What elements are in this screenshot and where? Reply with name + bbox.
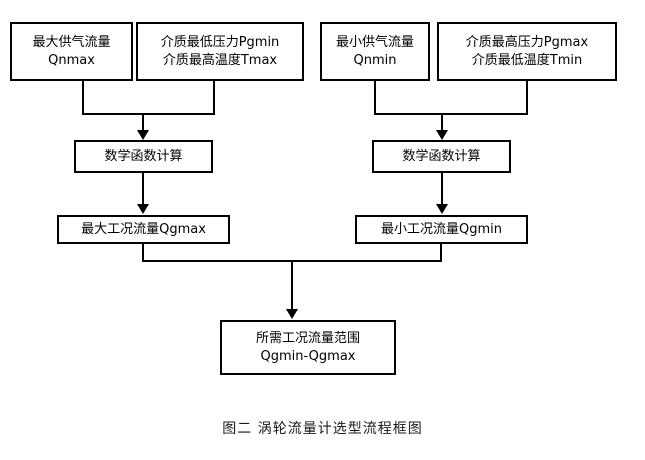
node-max-working-flow-line1: 最大工况流量Qgmax: [81, 221, 206, 237]
figure-caption: 图二 涡轮流量计选型流程框图: [222, 421, 423, 437]
edge-qgmax-drop: [142, 244, 144, 262]
edge-pgmin-drop: [213, 81, 215, 115]
node-max-supply-flow-line2: Qnmax: [48, 52, 95, 68]
node-required-flow-range: 所需工况流量范围 Qgmin-Qgmax: [220, 320, 396, 375]
node-min-pressure-max-temp: 介质最低压力Pgmin 介质最高温度Tmax: [136, 22, 304, 81]
node-min-supply-flow: 最小供气流量 Qnmin: [320, 22, 430, 81]
edge-calc-right-to-qgmin: [441, 173, 443, 205]
node-min-supply-flow-line1: 最小供气流量: [335, 34, 414, 50]
edge-qnmin-drop: [374, 81, 376, 115]
node-min-pressure-max-temp-line1: 介质最低压力Pgmin: [160, 34, 280, 50]
node-min-supply-flow-line2: Qnmin: [353, 52, 397, 68]
node-math-function-right-line1: 数学函数计算: [402, 148, 481, 164]
arrowhead-into-range: [286, 309, 298, 319]
node-math-function-left-line1: 数学函数计算: [104, 148, 183, 164]
edge-qnmax-drop: [82, 81, 84, 115]
arrowhead-into-qgmax: [137, 204, 149, 214]
edge-calc-left-to-qgmax: [142, 173, 144, 205]
node-required-flow-range-line2: Qgmin-Qgmax: [260, 348, 356, 364]
edge-right-merge-bar: [374, 113, 528, 115]
node-min-working-flow-line1: 最小工况流量Qgmin: [381, 221, 502, 237]
node-min-pressure-max-temp-line2: 介质最高温度Tmax: [162, 52, 278, 68]
node-required-flow-range-line1: 所需工况流量范围: [255, 330, 360, 346]
node-max-supply-flow-line1: 最大供气流量: [32, 34, 111, 50]
arrowhead-into-calc-right: [436, 130, 448, 140]
edge-pgmax-drop: [526, 81, 528, 115]
node-max-pressure-min-temp: 介质最高压力Pgmax 介质最低温度Tmin: [437, 22, 617, 81]
node-max-working-flow: 最大工况流量Qgmax: [57, 215, 230, 244]
node-max-supply-flow: 最大供气流量 Qnmax: [10, 22, 133, 81]
edge-bottom-merge-stem: [291, 260, 293, 310]
node-math-function-left: 数学函数计算: [74, 140, 213, 173]
node-math-function-right: 数学函数计算: [372, 140, 511, 173]
edge-qgmin-drop: [440, 244, 442, 262]
node-min-working-flow: 最小工况流量Qgmin: [355, 215, 528, 244]
node-max-pressure-min-temp-line2: 介质最低温度Tmin: [471, 52, 583, 68]
edge-left-merge-stem: [142, 113, 144, 131]
edge-right-merge-stem: [441, 113, 443, 131]
arrowhead-into-qgmin: [436, 204, 448, 214]
arrowhead-into-calc-left: [137, 130, 149, 140]
edge-left-merge-bar: [82, 113, 215, 115]
node-max-pressure-min-temp-line1: 介质最高压力Pgmax: [465, 34, 589, 50]
